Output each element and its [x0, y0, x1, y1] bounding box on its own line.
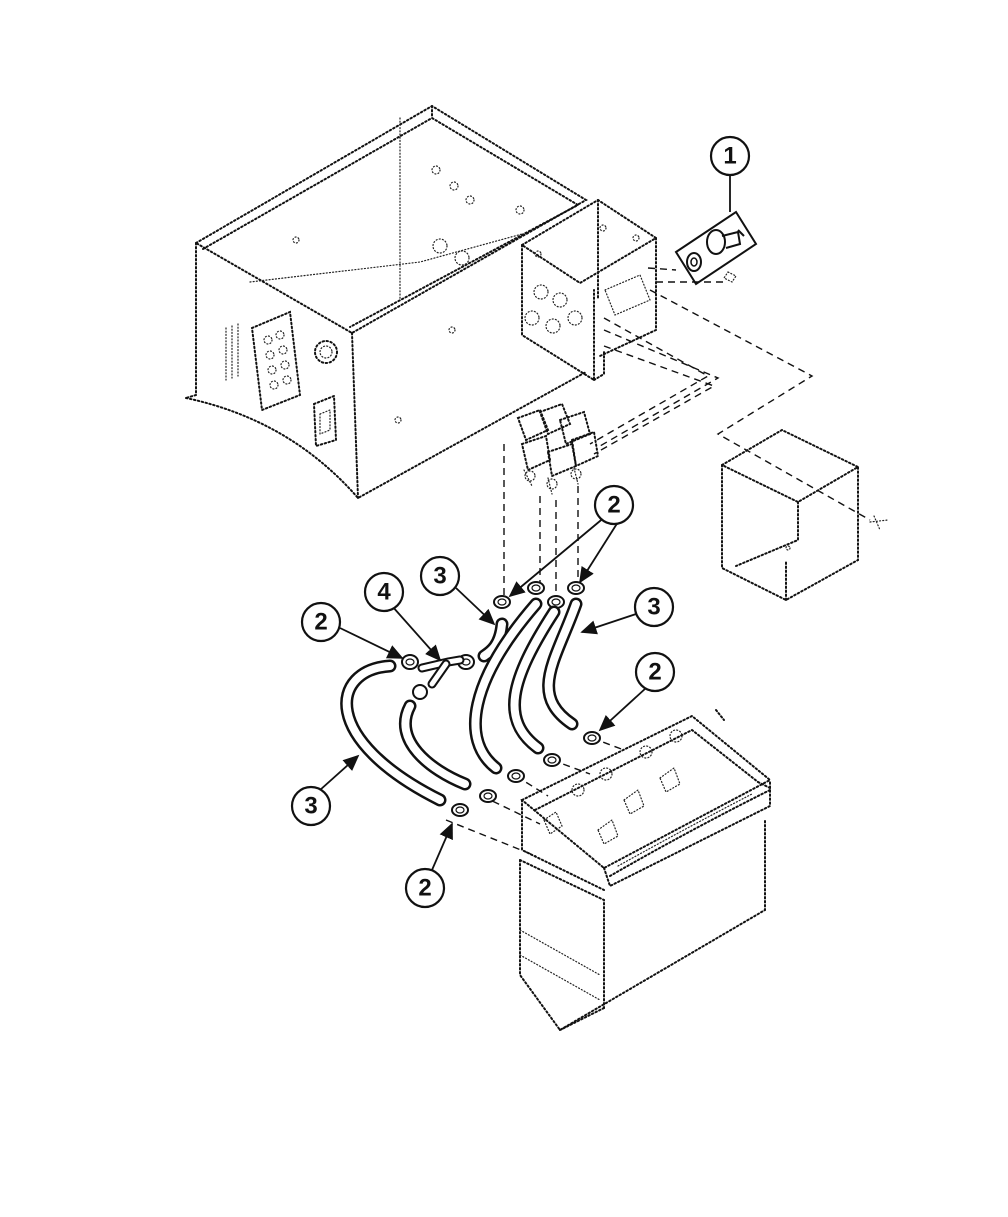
callout-2-bottom: 2: [406, 824, 452, 907]
dashed-routing-lines: [446, 268, 870, 856]
callout-2-bottom-label: 2: [418, 875, 431, 902]
callout-3-right-label: 3: [647, 594, 660, 621]
cover-plate: [722, 430, 888, 600]
callout-2-top: 2: [510, 486, 633, 596]
callout-3-right: 3: [582, 588, 673, 632]
callout-4-label: 4: [377, 579, 391, 606]
callout-2-right-label: 2: [648, 659, 661, 686]
callout-2-left-label: 2: [314, 609, 327, 636]
callout-3-lower-left-label: 3: [304, 793, 317, 820]
callout-1-label: 1: [723, 143, 736, 170]
callout-3-upper-left: 3: [421, 557, 494, 624]
inlet-fitting-part: [676, 212, 756, 284]
callout-1: 1: [711, 137, 749, 212]
bracket-box: [522, 200, 656, 380]
valve-cluster: [518, 404, 598, 494]
callout-3-upper-left-label: 3: [433, 563, 446, 590]
hoses: [347, 604, 576, 800]
callout-3-lower-left: 3: [292, 756, 358, 825]
callout-2-right: 2: [600, 653, 674, 730]
callout-2-top-label: 2: [607, 492, 620, 519]
y-connector-part: [422, 660, 460, 684]
